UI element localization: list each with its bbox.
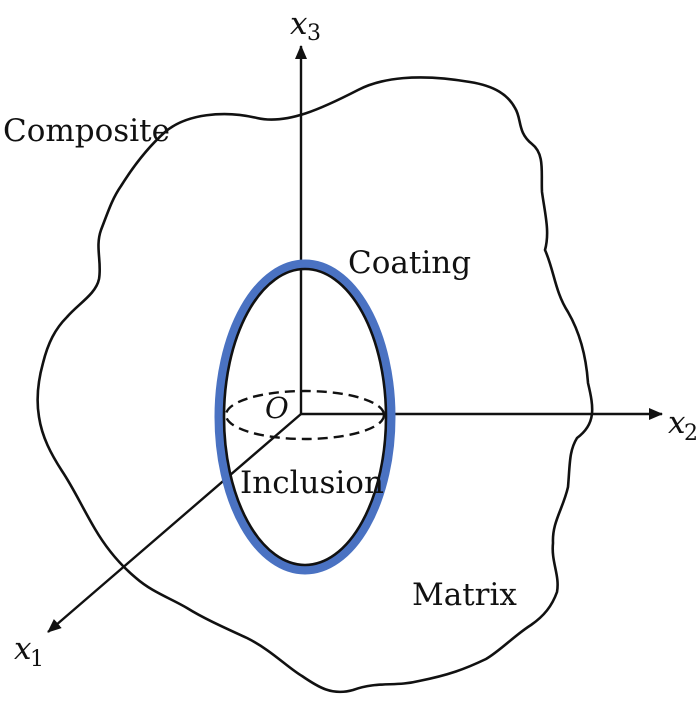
composite-label: Composite bbox=[3, 113, 170, 149]
composite-boundary bbox=[36, 76, 594, 694]
coating-label: Coating bbox=[348, 245, 471, 281]
x1-axis-line bbox=[47, 413, 302, 633]
origin-label: O bbox=[265, 391, 289, 425]
x3-axis-label: x bbox=[290, 6, 308, 42]
x1-axis-label: x bbox=[14, 631, 32, 667]
inclusion-label: Inclusion bbox=[240, 465, 384, 501]
inclusion-boundary bbox=[222, 267, 388, 567]
coating-layer bbox=[214, 259, 396, 575]
x1-axis-subscript: 1 bbox=[30, 647, 44, 672]
matrix-label: Matrix bbox=[412, 577, 517, 613]
x3-axis-subscript: 3 bbox=[307, 21, 321, 46]
x2-axis-subscript: 2 bbox=[684, 421, 698, 446]
inclusion-cross-section bbox=[224, 389, 386, 441]
x2-axis-label: x bbox=[668, 405, 686, 441]
